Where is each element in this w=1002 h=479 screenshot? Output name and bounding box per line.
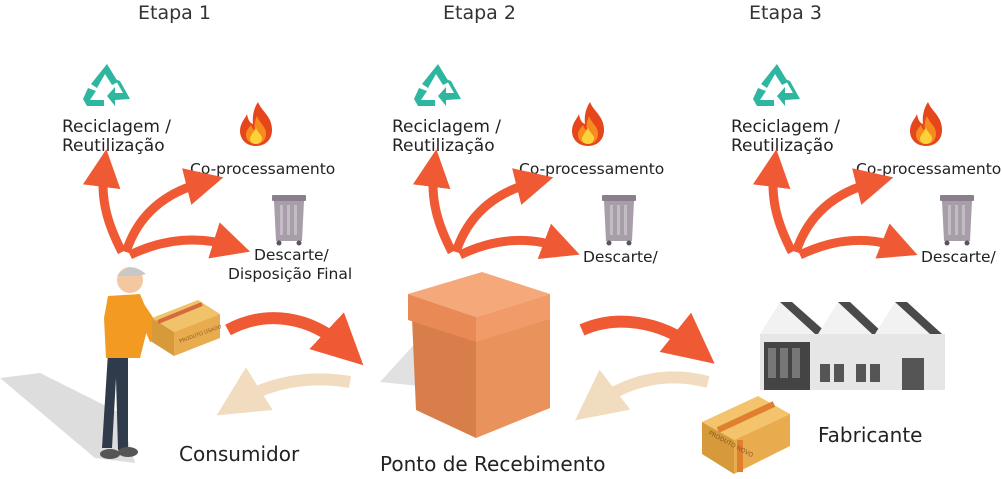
recycle-label-line-1: Reciclagem / <box>62 117 172 137</box>
arrow-to-recycle <box>752 149 796 255</box>
stage-2-discard-label: Descarte/ <box>583 248 658 266</box>
arrow-to-recycle <box>412 149 456 255</box>
arrow-to-coprocess <box>121 168 224 254</box>
collection-point-label: Ponto de Recebimento <box>380 452 606 476</box>
consumer-label: Consumidor <box>179 442 300 466</box>
recycle-label-line-1: Reciclagem / <box>392 117 502 137</box>
consumer-figure <box>0 267 160 463</box>
stage-3-discard-label: Descarte/ <box>921 248 996 266</box>
new-product-box: PRODUTO NOVO <box>702 396 790 474</box>
arrow-collection-to-manufacturer <box>579 312 715 364</box>
used-product-box: PRODUTO USADO <box>152 300 223 356</box>
arrow-to-coprocess <box>451 168 554 254</box>
arrow-to-discard <box>798 223 918 260</box>
arrow-to-discard <box>128 222 251 260</box>
stage-1-coprocess-label: Co-processamento <box>190 160 336 178</box>
stage-3-title: Etapa 3 <box>749 2 822 24</box>
stage-1-discard-label-2: Disposição Final <box>228 265 353 283</box>
discard-label-line-1: Descarte/ <box>254 246 329 264</box>
stage-2-title: Etapa 2 <box>443 2 516 24</box>
stage-1-title: Etapa 1 <box>138 2 211 24</box>
arrow-to-recycle <box>82 149 126 255</box>
arrow-manufacturer-to-collection <box>575 369 710 421</box>
arrow-consumer-to-collection <box>225 312 364 366</box>
arrow-to-discard <box>458 223 580 260</box>
stage-2-coprocess-label: Co-processamento <box>519 160 665 178</box>
recycle-label-line-1: Reciclagem / <box>731 117 841 137</box>
collection-point-box <box>380 272 550 438</box>
arrow-collection-to-consumer <box>216 367 352 416</box>
stage-1-discard-label: Descarte/ <box>254 246 329 265</box>
factory-icon <box>760 302 945 390</box>
arrow-to-coprocess <box>791 168 894 254</box>
manufacturer-label: Fabricante <box>818 423 923 447</box>
